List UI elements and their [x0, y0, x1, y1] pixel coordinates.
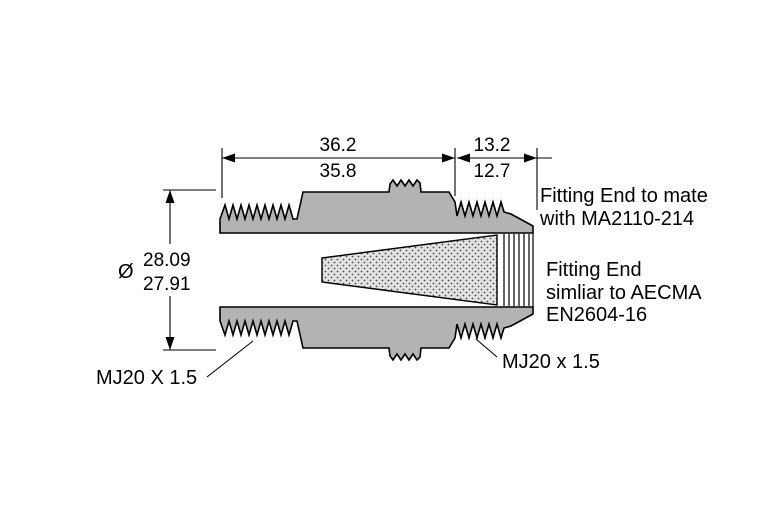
leader-line: [475, 338, 498, 358]
arrowhead-top: [165, 190, 175, 203]
thread-right-label: MJ20 x 1.5: [502, 351, 600, 373]
note-similar-line1: Fitting End: [546, 259, 642, 281]
dim-diameter-lower: 27.91: [143, 274, 191, 295]
dimension-diameter: Ø 28.09 27.91: [110, 189, 216, 351]
note-mate-line2: with MA2110-214: [539, 208, 694, 230]
dim-width-main-lower: 35.8: [320, 161, 357, 182]
dim-width-end-lower: 12.7: [474, 161, 511, 182]
note-similar-line2: simliar to AECMA: [546, 282, 702, 304]
arrowhead-left: [457, 153, 470, 163]
text-mask: [470, 161, 514, 178]
callout-thread-left: MJ20 X 1.5: [96, 340, 254, 389]
note-fitting-end-mate: Fitting End to mate with MA2110-214: [539, 185, 708, 230]
note-fitting-end-similar: Fitting End simliar to AECMA EN2604-16: [546, 259, 702, 326]
note-mate-line1: Fitting End to mate: [540, 185, 708, 207]
arrowhead-left: [222, 153, 235, 163]
text-mask: [110, 244, 214, 296]
body-lower-half: [219, 306, 534, 362]
body-upper-half: [219, 178, 534, 234]
callout-thread-right: MJ20 x 1.5: [475, 338, 600, 373]
arrowhead-right: [442, 153, 455, 163]
dimension-width-end: 13.2 12.7: [457, 135, 552, 210]
text-mask: [470, 136, 514, 153]
dim-diameter-upper: 28.09: [143, 250, 191, 271]
dimension-width-main: 36.2 35.8: [221, 135, 456, 198]
arrowhead-bottom: [165, 337, 175, 350]
thread-left-label: MJ20 X 1.5: [96, 367, 197, 389]
note-similar-line3: EN2604-16: [546, 304, 647, 326]
dim-width-end-upper: 13.2: [474, 135, 511, 156]
leader-line: [206, 340, 254, 378]
dim-width-main-upper: 36.2: [320, 135, 357, 156]
diameter-symbol: Ø: [118, 261, 134, 283]
internal-cone-section: [321, 234, 498, 306]
arrowhead-right: [524, 153, 537, 163]
end-thread-lines: [503, 233, 534, 307]
